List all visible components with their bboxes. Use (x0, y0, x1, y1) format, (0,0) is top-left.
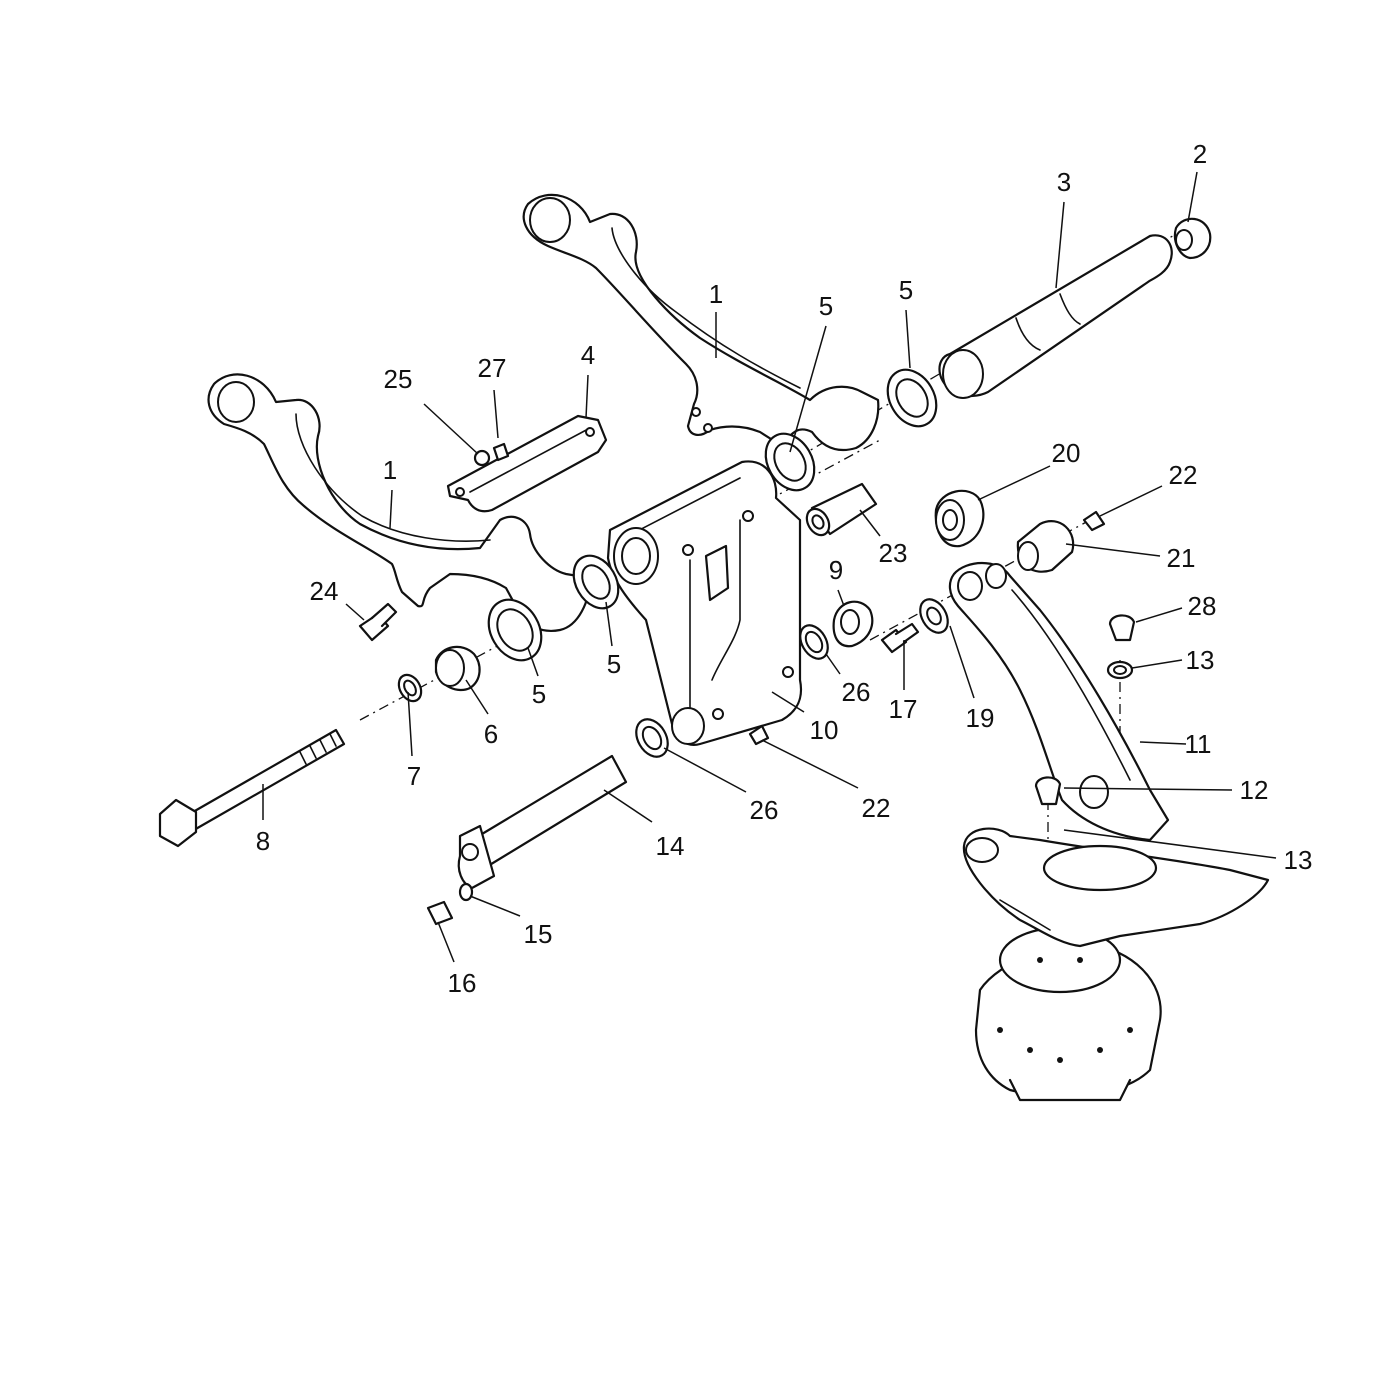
leader-c-22a (1099, 485, 1163, 517)
leader-c-20 (977, 465, 1051, 501)
callout-c-13b: 13 (1284, 845, 1313, 875)
callout-c-3: 3 (1057, 167, 1071, 197)
callout-c-6: 6 (484, 719, 498, 749)
callout-c-4: 4 (581, 340, 595, 370)
callout-c-22b: 22 (862, 793, 891, 823)
pin (457, 754, 628, 890)
callout-c-5a: 5 (819, 291, 833, 321)
leader-lines (262, 171, 1277, 963)
callout-c-10: 10 (810, 715, 839, 745)
grease-fitting-upper (1082, 510, 1106, 532)
shaft (938, 234, 1173, 399)
callout-c-11: 11 (1185, 729, 1212, 759)
leader-c-21 (1065, 543, 1161, 557)
leader-c-13a (1131, 659, 1183, 669)
leader-c-26b (663, 747, 747, 793)
hub-assembly (974, 926, 1162, 1102)
nut (832, 600, 874, 648)
leader-c-26a (825, 653, 841, 675)
main-bracket (606, 460, 803, 746)
callout-c-26a: 26 (842, 677, 871, 707)
callout-c-1a: 1 (709, 279, 723, 309)
spacer (434, 645, 481, 692)
leader-c-5d (527, 647, 539, 677)
callout-c-21: 21 (1167, 543, 1196, 573)
callout-c-7: 7 (407, 761, 421, 791)
callout-c-1b: 1 (383, 455, 397, 485)
leader-c-9 (837, 589, 845, 607)
leader-c-13b (1063, 829, 1277, 859)
bolt-16 (426, 900, 454, 926)
bolt-12 (1034, 776, 1062, 806)
callout-c-14: 14 (656, 831, 685, 861)
washer-26-lower (635, 718, 669, 758)
fitting-23 (805, 482, 878, 537)
long-bolt (158, 728, 346, 848)
leader-c-16 (437, 921, 455, 963)
callout-c-2: 2 (1193, 139, 1207, 169)
leader-c-6 (465, 679, 489, 715)
leader-c-12 (1063, 787, 1233, 791)
washer-15 (458, 882, 474, 902)
bolt-small-24 (358, 602, 398, 642)
washer-13-upper (1106, 660, 1134, 680)
grease-fitting-lower (748, 724, 770, 746)
link-arm (948, 562, 1170, 842)
callout-c-5d: 5 (532, 679, 546, 709)
callout-c-8: 8 (256, 826, 270, 856)
leader-c-1b (389, 489, 393, 529)
leader-c-15 (469, 895, 521, 917)
leader-c-14 (603, 789, 653, 823)
callout-c-28: 28 (1188, 591, 1217, 621)
leader-c-27 (493, 389, 499, 439)
washer-26-upper (799, 624, 829, 660)
callout-c-5b: 5 (899, 275, 913, 305)
callout-c-15: 15 (524, 919, 553, 949)
leader-c-5a (789, 325, 827, 453)
washer-7 (397, 673, 423, 703)
cap (1173, 217, 1212, 260)
leader-c-11 (1139, 741, 1187, 745)
lower-plate (962, 827, 1270, 948)
callout-c-25: 25 (384, 364, 413, 394)
callout-c-16: 16 (448, 968, 477, 998)
leader-c-2 (1187, 171, 1198, 223)
callout-c-24: 24 (310, 576, 339, 606)
arm-upper (522, 193, 880, 452)
leader-c-28 (1135, 607, 1183, 623)
leader-c-5b (905, 309, 911, 369)
leader-c-4 (585, 374, 589, 419)
washer-19 (919, 598, 949, 634)
bearing (934, 489, 985, 548)
callout-c-26b: 26 (750, 795, 779, 825)
leader-c-7 (407, 691, 413, 757)
leader-c-24 (345, 603, 365, 621)
callout-c-5c: 5 (607, 649, 621, 679)
leader-c-23 (859, 509, 881, 537)
callout-c-22a: 22 (1169, 460, 1198, 490)
callout-c-17: 17 (889, 694, 918, 724)
callout-c-9: 9 (829, 555, 843, 585)
leader-c-25 (423, 403, 479, 455)
callout-c-13a: 13 (1186, 645, 1215, 675)
callout-c-20: 20 (1052, 438, 1081, 468)
callout-c-19: 19 (966, 703, 995, 733)
callout-c-12: 12 (1240, 775, 1269, 805)
leader-c-10 (771, 691, 805, 713)
leader-c-5c (605, 601, 613, 647)
bushing-group (487, 368, 938, 662)
leader-c-3 (1055, 201, 1065, 289)
callout-c-23: 23 (879, 538, 908, 568)
arm-lower (207, 373, 592, 632)
bolt-28 (1108, 614, 1136, 642)
leader-c-22b (761, 739, 859, 789)
bushing-21 (1016, 520, 1075, 573)
bolt-17 (880, 622, 920, 654)
bracket-plate (446, 414, 608, 513)
leader-c-19 (949, 625, 975, 699)
callout-c-27: 27 (478, 353, 507, 383)
